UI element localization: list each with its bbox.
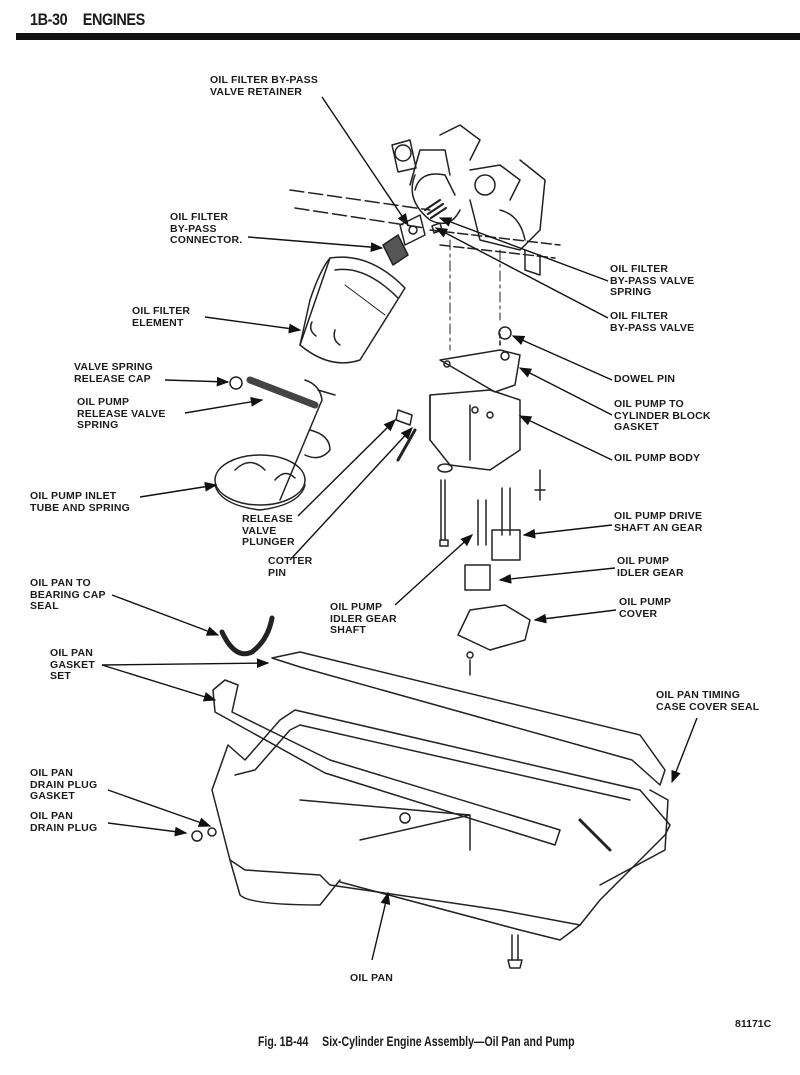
- pump-shafts-bolts: [439, 479, 531, 676]
- label-idler-gear: OIL PUMP IDLER GEAR: [617, 555, 684, 579]
- label-drive-shaft-gear: OIL PUMP DRIVE SHAFT AN GEAR: [614, 510, 703, 534]
- label-timing-cover-seal: OIL PAN TIMING CASE COVER SEAL: [656, 689, 760, 713]
- label-drain-plug-gasket: OIL PAN DRAIN PLUG GASKET: [30, 767, 98, 802]
- section-title: ENGINES: [82, 10, 146, 29]
- label-block-gasket: OIL PUMP TO CYLINDER BLOCK GASKET: [614, 398, 711, 433]
- inlet-screen: [214, 454, 306, 511]
- leader-lines: [101, 96, 698, 961]
- figure-caption: Fig. 1B-44 Six-Cylinder Engine Assembly—…: [258, 1034, 575, 1049]
- section-number: 1B-30: [30, 10, 68, 29]
- figure-number: Fig. 1B-44: [258, 1034, 309, 1049]
- label-valve-spring-cap: VALVE SPRING RELEASE CAP: [74, 361, 154, 385]
- filter-connector: [382, 234, 409, 266]
- label-inlet-tube: OIL PUMP INLET TUBE AND SPRING: [30, 490, 131, 514]
- figure-title: Six-Cylinder Engine Assembly—Oil Pan and…: [322, 1034, 575, 1049]
- bypass-valve-parts: [399, 198, 448, 246]
- drawing-code: 81171C: [735, 1018, 772, 1030]
- label-pump-cover: OIL PUMP COVER: [619, 596, 672, 620]
- release-valve-parts: [229, 376, 417, 501]
- header-rule: [16, 33, 800, 40]
- label-filter-element: OIL FILTER ELEMENT: [132, 305, 191, 329]
- label-bypass-connector: OIL FILTER BY-PASS CONNECTOR.: [170, 211, 243, 246]
- label-dowel-pin: DOWEL PIN: [614, 373, 676, 385]
- label-bearing-cap-seal: OIL PAN TO BEARING CAP SEAL: [30, 577, 106, 612]
- lower-gasket: [212, 679, 561, 846]
- oil-pan-body: [211, 709, 671, 941]
- bearing-cap-seal: [219, 615, 275, 657]
- pan-bolts: [191, 827, 523, 969]
- label-cotter-pin: COTTER PIN: [268, 555, 313, 579]
- page-header: 1B-30 ENGINES: [30, 10, 145, 30]
- label-pump-body: OIL PUMP BODY: [614, 452, 701, 464]
- label-gasket-set: OIL PAN GASKET SET: [50, 647, 95, 682]
- label-idler-gear-shaft: OIL PUMP IDLER GEAR SHAFT: [330, 601, 397, 636]
- label-bypass-valve-retainer: OIL FILTER BY-PASS VALVE RETAINER: [210, 74, 319, 98]
- label-bypass-valve: OIL FILTER BY-PASS VALVE: [610, 310, 695, 334]
- label-release-valve-spring: OIL PUMP RELEASE VALVE SPRING: [77, 396, 166, 431]
- label-bypass-valve-spring: OIL FILTER BY-PASS VALVE SPRING: [610, 263, 695, 298]
- oil-pump-body: [429, 326, 546, 501]
- upper-gasket: [271, 651, 666, 786]
- label-release-plunger: RELEASE VALVE PLUNGER: [242, 513, 295, 548]
- oil-filter-element: [299, 256, 406, 364]
- label-drain-plug: OIL PAN DRAIN PLUG: [30, 810, 98, 834]
- label-oil-pan: OIL PAN: [350, 972, 394, 984]
- engine-block-fragment: [289, 124, 561, 276]
